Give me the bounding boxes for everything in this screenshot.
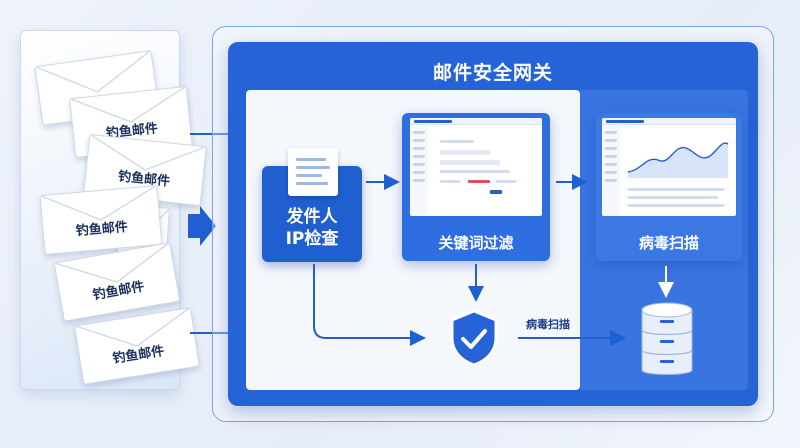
keyword-filter-screen [410, 118, 542, 216]
database-icon [641, 302, 693, 375]
envelope-icon [34, 50, 160, 126]
scan-chart-icon [627, 142, 729, 178]
flow-arrows [313, 174, 674, 346]
keyword-filter-label: 关键词过滤 [438, 234, 514, 252]
virus-scan-screen [602, 118, 736, 216]
gateway-title: 邮件安全网关 [432, 62, 553, 84]
phishing-envelope-4: 钓鱼邮件 [53, 242, 181, 322]
sender-check-line1: 发件人 [286, 207, 338, 227]
sender-check-line2: IP检查 [285, 229, 339, 249]
phishing-envelope-1: 钓鱼邮件 [69, 85, 193, 159]
phishing-envelope-2: 钓鱼邮件 [83, 133, 207, 207]
shield-check-icon [450, 309, 498, 367]
sender-ip-check-label: 发件人 IP检查 [262, 206, 362, 250]
phishing-envelope-5: 钓鱼邮件 [74, 307, 200, 385]
flow-label-virus-scan: 病毒扫描 [526, 318, 570, 331]
phishing-envelope-3: 钓鱼邮件 [39, 184, 163, 256]
document-icon [288, 148, 338, 196]
virus-scan-label: 病毒扫描 [638, 234, 699, 252]
